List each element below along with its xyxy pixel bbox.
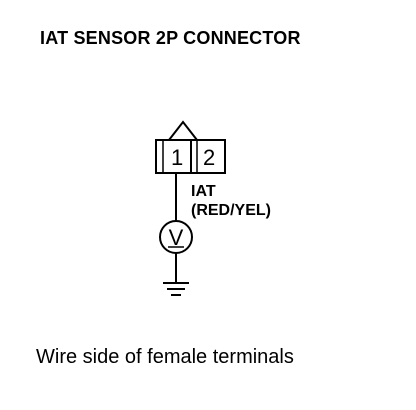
wire-signal-label: IAT (191, 183, 216, 200)
voltmeter-label: V (169, 225, 184, 250)
diagram-title: IAT SENSOR 2P CONNECTOR (40, 28, 301, 48)
connector-pin-cell-2 (190, 139, 226, 174)
wire-color-label: (RED/YEL) (191, 202, 271, 219)
diagram-caption: Wire side of female terminals (36, 346, 294, 368)
connector-latch (168, 120, 198, 141)
pin-label-1: 1 (171, 145, 183, 170)
connector-body: 1 2 (155, 139, 226, 174)
ground-icon (163, 282, 189, 296)
pin-label-2: 2 (203, 145, 215, 170)
